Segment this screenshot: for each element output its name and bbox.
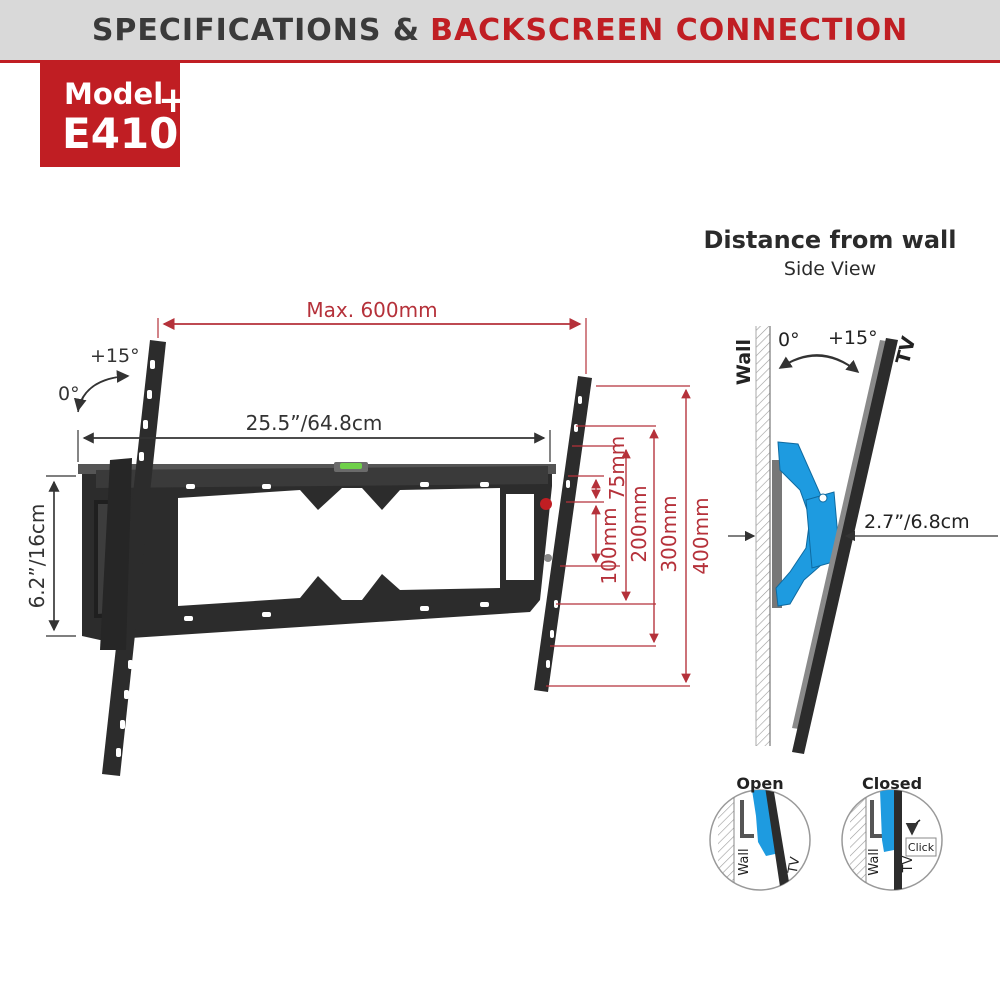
plate-width-label: 25.5”/64.8cm xyxy=(246,411,383,435)
lock-open-label: Open xyxy=(736,774,783,793)
side-tv-label: TV xyxy=(892,334,920,367)
model-number: E410 xyxy=(62,109,179,158)
front-tilt-plus-label: +15° xyxy=(90,345,140,367)
side-view-title: Distance from wall xyxy=(703,226,957,254)
model-label: Model xyxy=(64,77,164,111)
lock-open-detail xyxy=(709,789,811,891)
side-tilt-zero-label: 0° xyxy=(778,329,800,351)
vesa-height-400: 400mm xyxy=(689,497,713,574)
model-plus-icon: + xyxy=(158,80,189,121)
lock-click-label: Click xyxy=(908,841,935,854)
plate-height-label: 6.2”/16cm xyxy=(25,504,49,609)
vesa-height-200: 200mm xyxy=(627,485,651,562)
lock-closed-tv-label: TV xyxy=(901,855,916,873)
page-header: SPECIFICATIONS & BACKSCREEN CONNECTION xyxy=(0,0,1000,63)
side-view-drawing xyxy=(728,326,998,754)
plate-height-dimension: 6.2”/16cm xyxy=(25,475,76,637)
lock-closed-wall-label: Wall xyxy=(867,848,882,875)
side-distance-label: 2.7”/6.8cm xyxy=(864,511,970,533)
max-width-label: Max. 600mm xyxy=(306,298,437,322)
model-badge: Model E410 + xyxy=(40,63,188,167)
front-tilt-zero-label: 0° xyxy=(58,383,80,405)
side-view-subtitle: Side View xyxy=(783,258,877,280)
lock-closed-detail xyxy=(841,789,943,891)
vesa-height-300: 300mm xyxy=(657,495,681,572)
vesa-height-75: 75mm xyxy=(605,436,629,500)
vesa-height-dimensions xyxy=(546,385,691,687)
plate-width-dimension: 25.5”/64.8cm xyxy=(77,411,551,462)
header-title-part1: SPECIFICATIONS & xyxy=(91,12,421,48)
max-width-dimension: Max. 600mm xyxy=(157,298,587,374)
left-tv-arm xyxy=(100,340,166,776)
right-tv-arm xyxy=(534,376,592,692)
lock-closed-label: Closed xyxy=(862,774,922,793)
vesa-height-100: 100mm xyxy=(597,507,621,584)
header-title-part2: BACKSCREEN CONNECTION xyxy=(430,12,909,48)
lock-open-wall-label: Wall xyxy=(737,848,752,875)
front-tilt-indicator: +15° 0° xyxy=(58,345,140,413)
side-wall-label: Wall xyxy=(733,339,755,385)
side-tilt-plus-label: +15° xyxy=(828,327,878,349)
wall-plate xyxy=(78,462,556,640)
lock-open-tv-label: TV xyxy=(786,856,804,876)
